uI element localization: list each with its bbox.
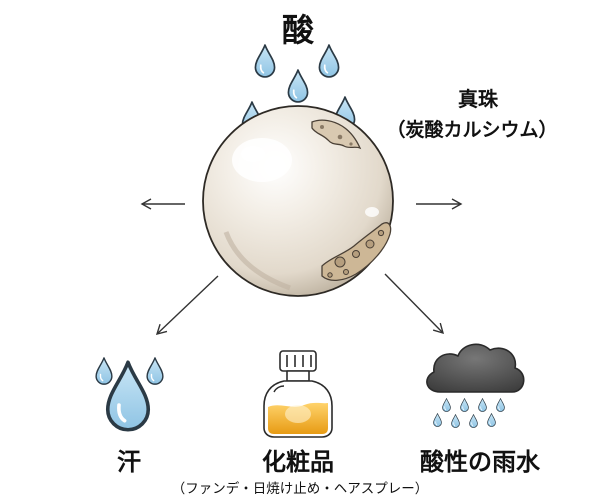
- acid-drop-icon: [254, 44, 276, 78]
- arrow-down-left: [155, 275, 219, 335]
- pearl-icon: [202, 105, 394, 297]
- arrow-down-right: [384, 273, 445, 335]
- sweat-drops-icon: [95, 357, 164, 432]
- arrows: [140, 198, 463, 335]
- rain-cloud-icon: [426, 343, 525, 428]
- pearl-damage-top: [311, 119, 362, 150]
- perfume-bottle-icon: [263, 350, 333, 438]
- cosmetics-label: 化粧品: [262, 448, 334, 476]
- acid-drop-icon: [287, 69, 309, 103]
- acid-rain-label: 酸性の雨水: [420, 448, 541, 476]
- pearl-sublabel: （炭酸カルシウム）: [386, 118, 557, 141]
- sweat-label: 汗: [117, 448, 141, 476]
- cosmetics-note: （ファンデ・日焼け止め・ヘアスプレー）: [172, 480, 429, 497]
- acid-drop-icon: [318, 44, 340, 78]
- acid-label: 酸: [282, 11, 315, 49]
- pearl-label: 真珠: [458, 87, 499, 111]
